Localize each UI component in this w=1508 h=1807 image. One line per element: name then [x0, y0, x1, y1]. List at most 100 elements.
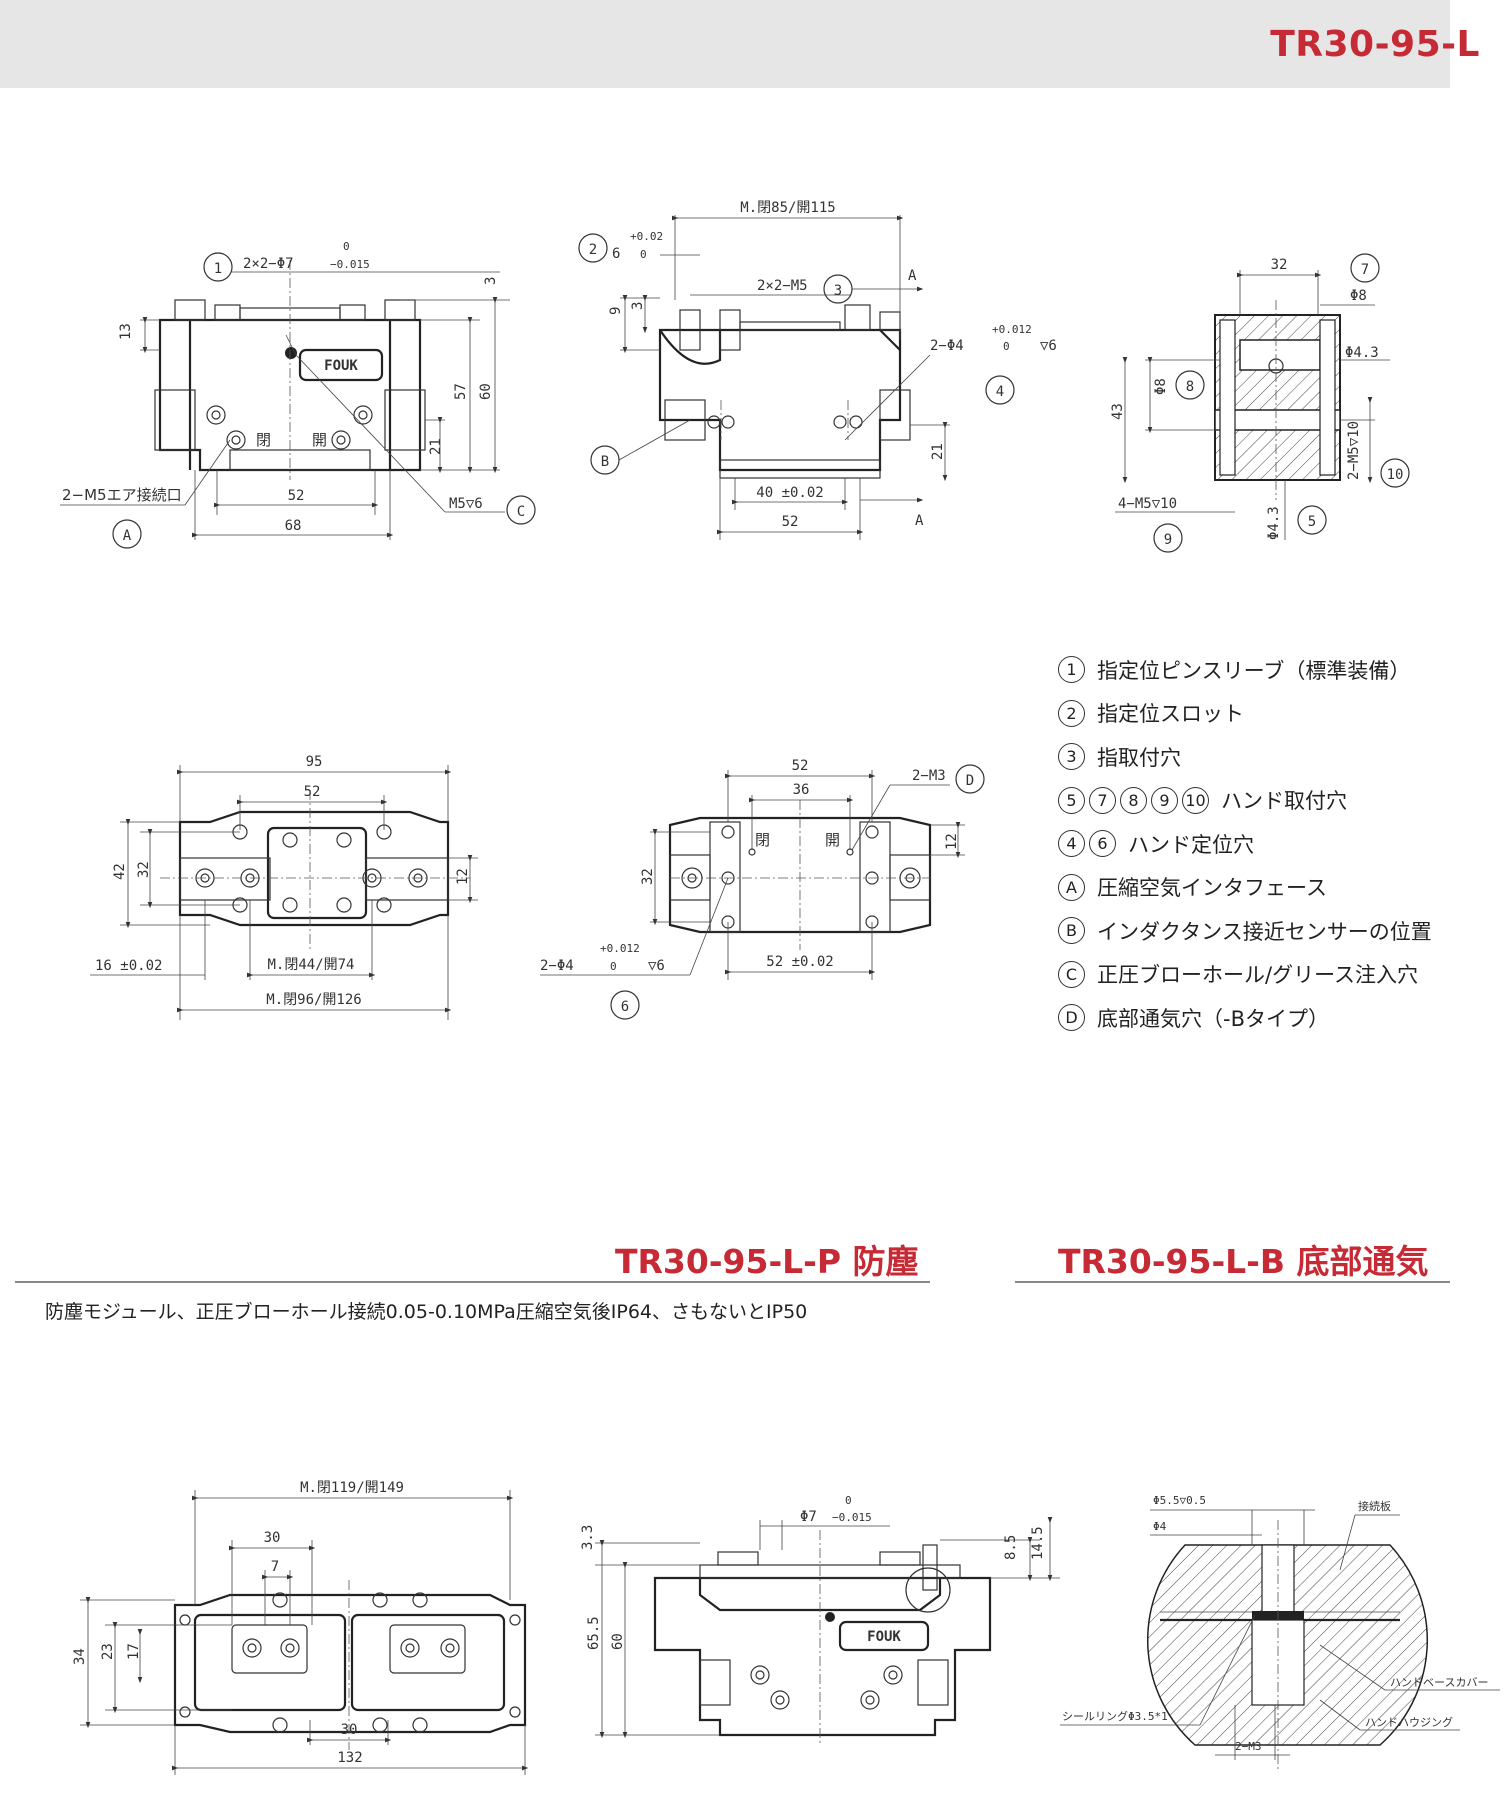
svg-text:52: 52 [304, 784, 321, 800]
svg-text:60: 60 [478, 383, 494, 400]
circled-number-badge: D [1058, 1004, 1085, 1032]
svg-text:B: B [601, 454, 609, 470]
svg-text:2−Φ4: 2−Φ4 [540, 958, 574, 974]
svg-text:2−M5▽10: 2−M5▽10 [1346, 421, 1362, 480]
svg-text:9: 9 [608, 307, 624, 315]
svg-text:Φ8: Φ8 [1153, 378, 1169, 395]
legend-item: C 正圧ブローホール/グリース注入穴 [1058, 953, 1432, 997]
svg-text:60: 60 [610, 1633, 626, 1650]
bottom-view: 閉 開 52 36 2−M3 D 12 32 2−Φ4 +0.012 0 ▽6 … [540, 758, 985, 1020]
p-front-view: FOUK 3.3 Φ7 0 −0.015 8.5 14.5 65.5 60 [580, 1494, 1060, 1745]
svg-text:+0.02: +0.02 [630, 230, 663, 243]
legend-text: 指定位ピンスリーブ（標準装備） [1097, 658, 1411, 683]
svg-text:−0.015: −0.015 [330, 258, 370, 271]
end-view: 32 7 Φ8 Φ4.3 8 Φ8 43 2−M5▽10 10 4−M5▽10 … [1110, 253, 1410, 553]
svg-text:M.閉44/開74: M.閉44/開74 [267, 957, 354, 973]
svg-text:D: D [966, 773, 974, 789]
svg-text:32: 32 [1271, 257, 1288, 273]
rule-b [1015, 1281, 1450, 1283]
svg-text:2×2−M5: 2×2−M5 [757, 278, 808, 294]
svg-text:M.閉85/開115: M.閉85/開115 [740, 200, 835, 216]
svg-text:9: 9 [1164, 532, 1172, 548]
svg-text:1: 1 [214, 261, 222, 277]
svg-text:シールリングΦ3.5*1: シールリングΦ3.5*1 [1062, 1709, 1168, 1723]
legend-badges: B [1058, 917, 1089, 945]
svg-text:C: C [517, 504, 525, 520]
svg-text:21: 21 [930, 443, 946, 460]
circled-number-badge: 10 [1182, 786, 1209, 814]
circled-number-badge: C [1058, 960, 1085, 988]
svg-text:36: 36 [793, 782, 810, 798]
svg-text:2−M3: 2−M3 [912, 768, 946, 784]
legend-text: ハンド取付穴 [1221, 789, 1347, 814]
svg-text:閉: 閉 [755, 831, 770, 849]
svg-text:8: 8 [1186, 379, 1194, 395]
legend-text: 圧縮空気インタフェース [1097, 876, 1327, 901]
svg-text:6: 6 [612, 246, 620, 262]
svg-text:0: 0 [610, 960, 617, 973]
svg-text:14.5: 14.5 [1030, 1526, 1046, 1560]
svg-text:Φ4.3: Φ4.3 [1266, 506, 1282, 540]
legend-item: B インダクタンス接近センサーの位置 [1058, 909, 1432, 953]
svg-text:43: 43 [1110, 403, 1126, 420]
legend-badges: C [1058, 960, 1089, 988]
svg-text:開: 開 [312, 431, 327, 449]
svg-text:4: 4 [996, 384, 1004, 400]
svg-text:30: 30 [264, 1530, 281, 1546]
fouk-logo: FOUK [324, 358, 358, 374]
legend-badges: A [1058, 873, 1089, 901]
svg-text:4−M5▽10: 4−M5▽10 [1118, 496, 1177, 512]
svg-text:3: 3 [834, 283, 842, 299]
svg-text:40 ±0.02: 40 ±0.02 [756, 485, 823, 501]
svg-text:132: 132 [337, 1750, 362, 1766]
svg-text:接続板: 接続板 [1358, 1499, 1391, 1513]
svg-text:12: 12 [455, 868, 471, 885]
svg-text:M.閉96/開126: M.閉96/開126 [266, 992, 361, 1008]
circled-number-badge: 1 [1058, 656, 1085, 684]
svg-text:8.5: 8.5 [1003, 1535, 1019, 1560]
svg-text:52: 52 [792, 758, 809, 774]
circled-number-badge: 2 [1058, 699, 1085, 727]
svg-text:ハンドハウジング: ハンドハウジング [1365, 1715, 1453, 1729]
svg-text:57: 57 [453, 383, 469, 400]
svg-text:13: 13 [118, 323, 134, 340]
fouk-logo-2: FOUK [867, 1629, 901, 1645]
legend-text: 正圧ブローホール/グリース注入穴 [1097, 963, 1419, 988]
svg-text:2×2−Φ7: 2×2−Φ7 [243, 256, 294, 272]
svg-text:▽6: ▽6 [1040, 338, 1057, 354]
svg-text:2−Φ4: 2−Φ4 [930, 338, 964, 354]
svg-text:42: 42 [112, 863, 128, 880]
circled-number-badge: 8 [1120, 786, 1147, 814]
svg-text:Φ4: Φ4 [1153, 1520, 1167, 1533]
rule-p [15, 1281, 930, 1283]
legend-badges: 1 [1058, 656, 1089, 684]
svg-text:16 ±0.02: 16 ±0.02 [95, 958, 162, 974]
circled-number-badge: 7 [1089, 786, 1116, 814]
svg-text:M.閉119/開149: M.閉119/開149 [300, 1480, 404, 1496]
svg-text:ハンドベースカバー: ハンドベースカバー [1390, 1676, 1488, 1689]
svg-text:68: 68 [285, 518, 302, 534]
svg-text:A: A [915, 513, 924, 529]
p-top-view: M.閉119/開149 30 7 34 23 17 30 132 [72, 1480, 529, 1775]
svg-text:A: A [908, 268, 917, 284]
circled-number-badge: 3 [1058, 743, 1085, 771]
svg-text:2−M3: 2−M3 [1235, 1740, 1262, 1753]
legend-text: インダクタンス接近センサーの位置 [1097, 919, 1432, 944]
svg-text:+0.012: +0.012 [992, 323, 1032, 336]
model-title: TR30-95-L [1270, 24, 1480, 65]
circled-number-badge: 4 [1058, 830, 1085, 858]
legend-item: D 底部通気穴（-Bタイプ） [1058, 996, 1432, 1040]
svg-text:32: 32 [640, 868, 656, 885]
svg-text:52 ±0.02: 52 ±0.02 [766, 954, 833, 970]
svg-text:21: 21 [428, 438, 444, 455]
circled-number-badge: 9 [1151, 786, 1178, 814]
svg-text:6: 6 [621, 999, 629, 1015]
front-view: FOUK 閉 開 1 2×2−Φ7 0 −0.015 3 13 57 60 21 [60, 240, 536, 549]
circled-number-badge: 5 [1058, 786, 1085, 814]
legend-text: 底部通気穴（-Bタイプ） [1097, 1006, 1329, 1031]
